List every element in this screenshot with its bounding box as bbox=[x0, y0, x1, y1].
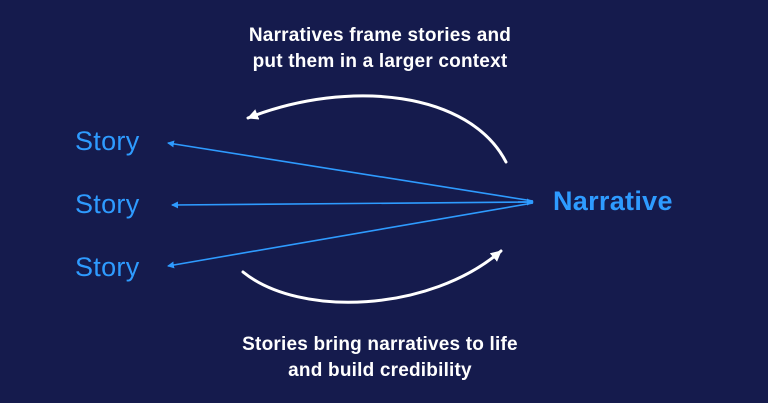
top-caption-line1: Narratives frame stories and bbox=[248, 25, 512, 46]
bottom-caption-line1: Stories bring narratives to life bbox=[242, 334, 518, 355]
narrative-to-story-middle-arrow bbox=[171, 201, 534, 209]
top-caption: Narratives frame stories and put them in… bbox=[189, 23, 571, 75]
story-label-3: Story bbox=[75, 252, 140, 282]
narrative-to-story-bottom-arrow bbox=[167, 202, 534, 269]
story-label-1: Story bbox=[75, 126, 140, 156]
story-label-2: Story bbox=[75, 189, 140, 219]
top-caption-line2: put them in a larger context bbox=[252, 51, 508, 73]
narrative-label: Narrative bbox=[553, 186, 673, 216]
bottom-curved-arrow bbox=[241, 249, 503, 304]
top-curved-arrow bbox=[246, 94, 508, 164]
bottom-caption: Stories bring narratives to life and bui… bbox=[189, 332, 571, 384]
bottom-caption-line2: and build credibility bbox=[288, 360, 472, 382]
narrative-to-story-top-arrow bbox=[167, 140, 534, 202]
